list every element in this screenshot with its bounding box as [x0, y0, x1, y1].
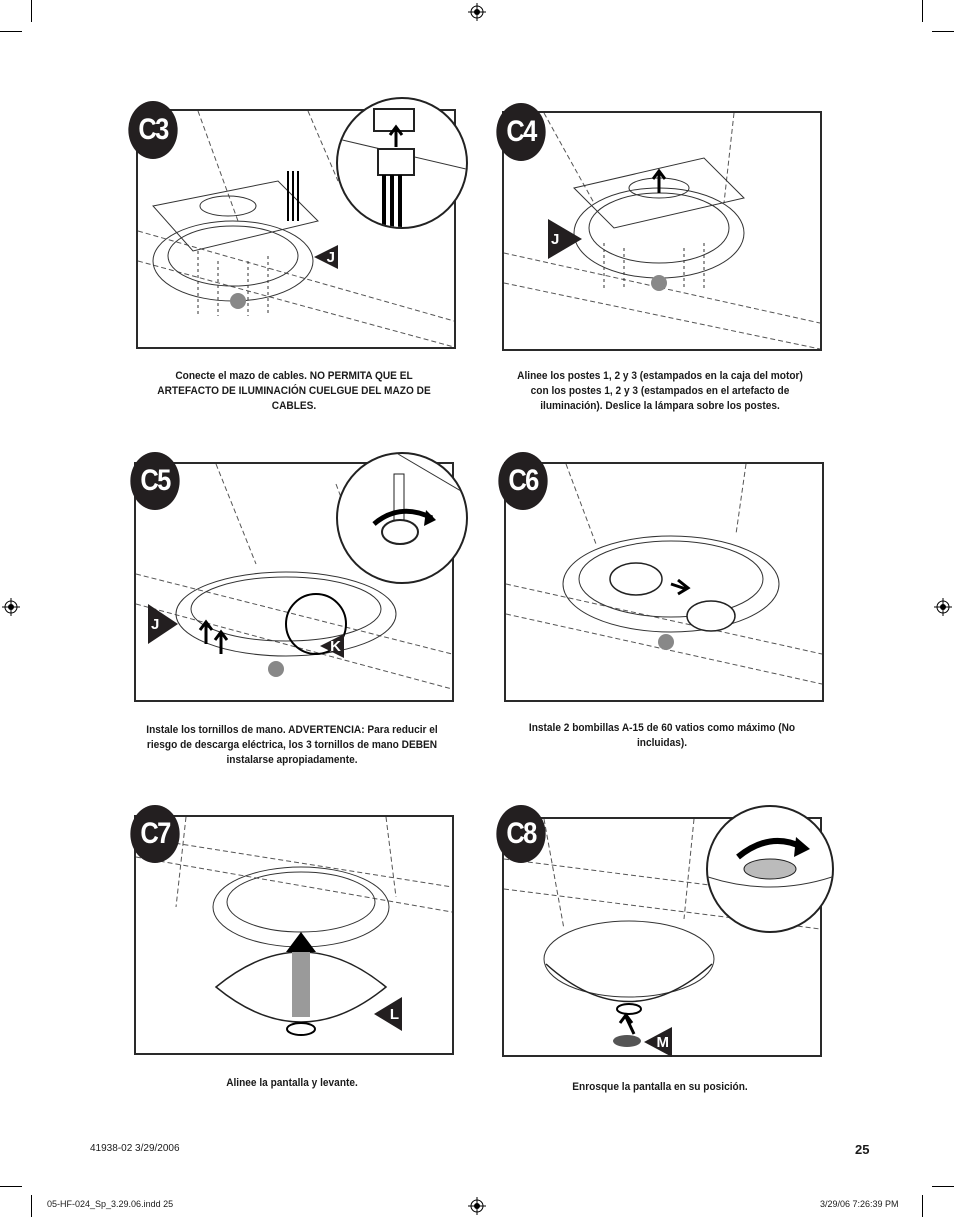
step-caption: Alinee la pantalla y levante.	[226, 1077, 358, 1089]
detail-zoom-circle	[706, 805, 834, 933]
crop-mark	[0, 1186, 22, 1187]
detail-zoom-circle	[336, 452, 468, 584]
registration-mark-icon	[468, 1197, 486, 1215]
step-c4-illustration: C4 J	[496, 103, 822, 351]
crop-mark	[31, 1195, 32, 1217]
document-id: 41938-02 3/29/2006	[90, 1143, 180, 1154]
crop-mark	[932, 1186, 954, 1187]
step-c6-illustration: C6	[498, 452, 824, 702]
step-badge: C8	[496, 805, 546, 863]
step-caption: Enrosque la pantalla en su posición.	[572, 1081, 748, 1093]
step-badge: C5	[130, 452, 180, 510]
step-badge: C3	[128, 101, 178, 159]
step-badge: C4	[496, 103, 546, 161]
step-c8-illustration: C8 M	[496, 805, 834, 1057]
step-caption: Instale 2 bombillas A-15 de 60 vatios co…	[528, 722, 796, 749]
page-number: 25	[855, 1142, 870, 1157]
step-badge: C7	[130, 805, 180, 863]
slug-file-name: 05-HF-024_Sp_3.29.06.indd 25	[47, 1199, 174, 1209]
step-c5-illustration: C5 J K	[130, 452, 468, 702]
slug-timestamp: 3/29/06 7:26:39 PM	[820, 1199, 899, 1209]
registration-mark-icon	[2, 598, 20, 616]
registration-mark-icon	[468, 3, 486, 21]
step-caption: Instale los tornillos de mano. ADVERTENC…	[146, 724, 438, 766]
crop-mark	[932, 31, 954, 32]
registration-mark-icon	[934, 598, 952, 616]
step-caption: Conecte el mazo de cables. NO PERMITA QU…	[157, 370, 431, 412]
step-caption: Alinee los postes 1, 2 y 3 (estampados e…	[517, 370, 803, 412]
step-c3-illustration: C3 J	[128, 97, 468, 349]
detail-zoom-circle	[336, 97, 468, 229]
crop-mark	[31, 0, 32, 22]
crop-mark	[922, 1195, 923, 1217]
step-badge: C6	[498, 452, 548, 510]
step-c7-illustration: C7 L	[130, 805, 454, 1055]
crop-mark	[922, 0, 923, 22]
crop-mark	[0, 31, 22, 32]
